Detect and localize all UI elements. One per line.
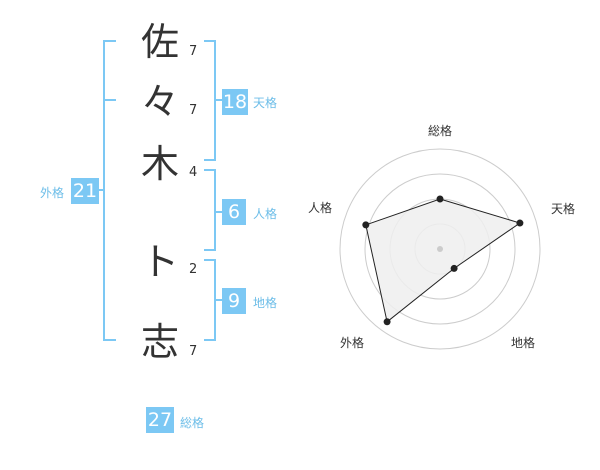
radar-ring — [339, 148, 541, 350]
stroke-count-5: 7 — [189, 344, 198, 359]
soukaku-label: 総格 — [180, 416, 205, 430]
stroke-count-1: 7 — [189, 44, 198, 59]
chikaku-label: 地格 — [253, 296, 278, 310]
radar-label-jinkaku: 人格 — [308, 201, 333, 215]
radar-point-2 — [516, 219, 524, 227]
soukaku-value: 27 — [146, 407, 174, 433]
name-char-1: 佐 — [140, 20, 179, 64]
radar-center-dot — [437, 246, 443, 252]
radar-label-soukaku: 総格 — [428, 124, 453, 138]
radar-label-gaikaku: 外格 — [340, 336, 365, 350]
name-char-5: 志 — [140, 320, 179, 364]
name-char-3: 木 — [140, 142, 179, 186]
radar-point-4 — [383, 318, 391, 326]
radar-point-5 — [362, 221, 370, 229]
radar-point-1 — [436, 195, 444, 203]
stroke-count-2: 7 — [189, 103, 198, 118]
gaikaku-label: 外格 — [40, 186, 65, 200]
radar-point-3 — [450, 264, 458, 272]
radar-label-chikaku: 地格 — [511, 336, 536, 350]
radar-label-tenkaku: 天格 — [551, 202, 576, 216]
chikaku-value: 9 — [222, 288, 246, 314]
radar-polygon — [365, 198, 522, 323]
stroke-count-3: 4 — [189, 165, 198, 180]
gaikaku-value: 21 — [71, 178, 99, 204]
name-char-4: ト — [140, 240, 179, 284]
jinkaku-label: 人格 — [253, 207, 278, 221]
tenkaku-label: 天格 — [253, 96, 278, 110]
radar-ring — [364, 173, 516, 325]
tenkaku-value: 18 — [222, 89, 248, 115]
name-char-2: 々 — [140, 80, 179, 124]
jinkaku-value: 6 — [222, 199, 246, 225]
stroke-count-4: 2 — [189, 262, 198, 277]
